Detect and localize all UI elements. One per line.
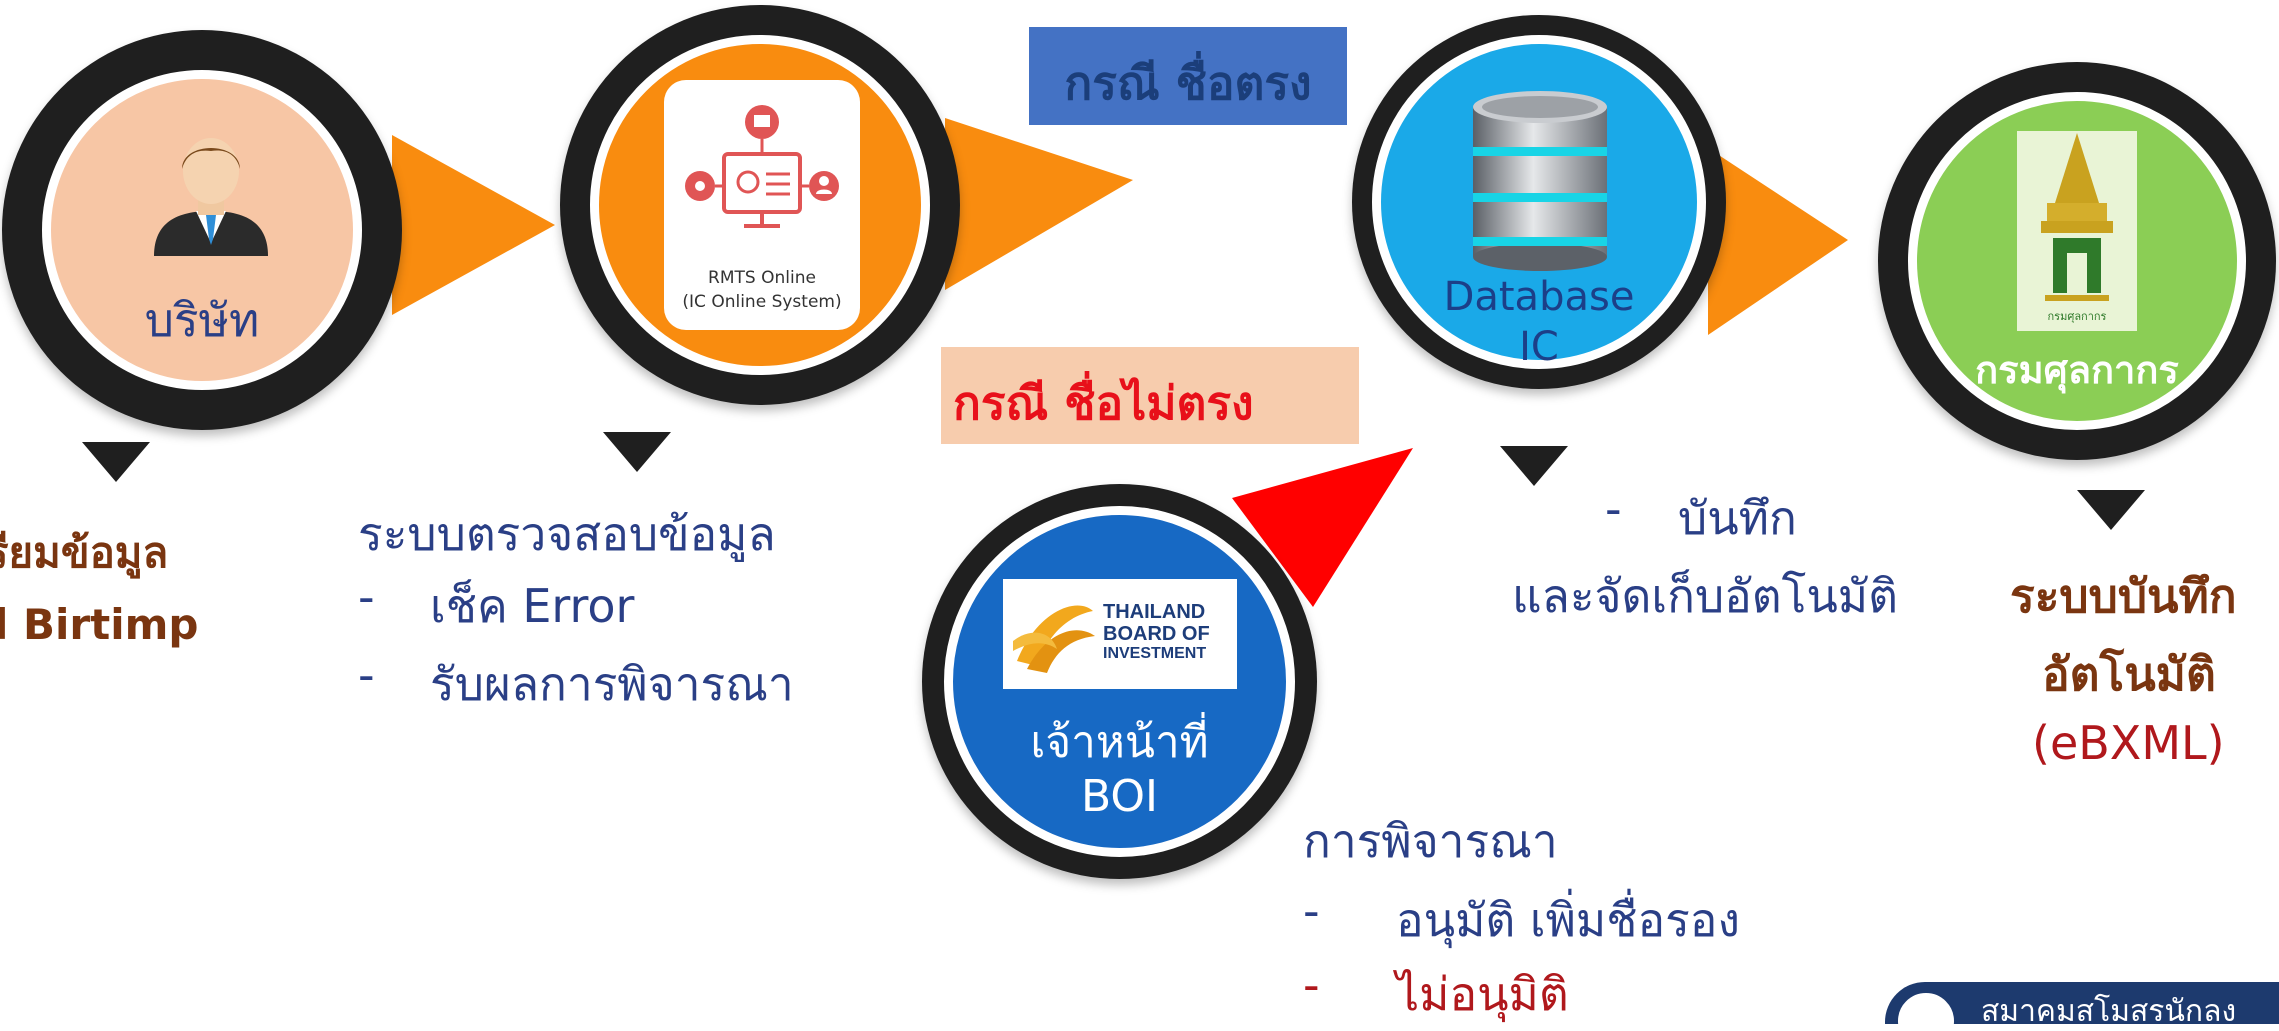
rmts-desc-bullet-1: - [358,570,375,624]
database-label-line1: Database [1443,274,1635,320]
rmts-label-line1: RMTS Online [708,268,816,288]
customs-node-inner: กรมศุลกากร กรมศุลกากร [1908,92,2246,430]
org-text: สมาคมสโมสรนักลง [1981,994,2237,1024]
boi-logo-line3: INVESTMENT [1103,645,1207,662]
database-desc-bullet: - [1605,482,1622,536]
company-desc-line1: รียมข้อมูล [0,528,169,577]
rmts-node: RMTS Online (IC Online System) [560,5,960,405]
rmts-desc-item-2: รับผลการพิจารณา [430,657,794,711]
boi-desc-bullet-2: - [1303,958,1320,1012]
rmts-desc-title: ระบบตรวจสอบข้อมูล [358,507,776,561]
boi-logo: THAILAND BOARD OF INVESTMENT [1003,579,1237,689]
company-node: บริษัท [2,30,402,430]
boi-logo-icon [1013,605,1095,673]
arrow-database-to-customs [1708,148,1848,335]
boi-node-inner: THAILAND BOARD OF INVESTMENT เจ้าหน้าที่… [944,506,1295,857]
company-label: บริษัท [144,293,260,347]
businessman-icon [154,138,268,256]
company-desc-line2: l Birtimp [0,600,199,649]
customs-emblem-icon [2041,133,2113,301]
name-mismatch-label: กรณี ชื่อไม่ตรง [953,376,1254,430]
customs-node: กรมศุลกากร กรมศุลกากร [1878,62,2276,460]
rmts-node-inner: RMTS Online (IC Online System) [590,35,930,375]
arrow-boi-to-database-red [1232,448,1413,607]
boi-desc-item-2: ไม่อนุมิติ [1396,967,1569,1021]
boi-node: THAILAND BOARD OF INVESTMENT เจ้าหน้าที่… [922,484,1317,879]
database-node-inner: Database IC [1372,35,1706,370]
org-seal-icon [1895,990,1957,1024]
database-desc-line2: และจัดเก็บอัตโนมัติ [1512,569,1898,623]
boi-label-line1: เจ้าหน้าที่ [1030,717,1209,768]
customs-label: กรมศุลกากร [1975,348,2179,392]
database-node: Database IC [1352,15,1726,389]
name-match-banner: กรณี ชื่อตรง [1029,27,1347,125]
name-mismatch-banner: กรณี ชื่อไม่ตรง [941,347,1359,444]
name-match-label: กรณี ชื่อตรง [1064,56,1312,110]
database-pointer-triangle [1500,446,1568,486]
company-node-inner: บริษัท [42,70,362,390]
boi-desc-item-1: อนุมัติ เพิ่มชื่อรอง [1396,893,1740,947]
company-pointer-triangle [82,442,150,482]
customs-desc-line1: ระบบบันทึก [2010,569,2237,623]
arrow-rmts-to-database [945,118,1133,290]
boi-label-line2: BOI [1080,771,1159,822]
customs-pointer-triangle [2077,490,2145,530]
boi-logo-line1: THAILAND [1103,601,1206,623]
monitor-icon [685,105,839,228]
database-icon [1473,91,1607,271]
org-badge: สมาคมสโมสรนักลง [1885,982,2279,1024]
arrow-company-to-rmts [392,135,555,315]
boi-logo-line2: BOARD OF [1103,623,1210,645]
database-label-line2: IC [1519,324,1559,370]
rmts-desc-bullet-2: - [358,648,375,702]
boi-desc-bullet-1: - [1303,884,1320,938]
rmts-card: RMTS Online (IC Online System) [664,80,860,330]
customs-emblem-text: กรมศุลกากร [2047,310,2107,323]
customs-desc-line3: (eBXML) [2032,716,2225,770]
boi-desc-title: การพิจารณา [1303,814,1558,868]
rmts-label-line2: (IC Online System) [682,292,842,312]
rmts-desc-item-1: เช็ค Error [430,579,635,633]
rmts-pointer-triangle [603,432,671,472]
customs-desc-line2: อัตโนมัติ [2042,647,2216,701]
database-desc-line1: บันทึก [1678,491,1797,545]
